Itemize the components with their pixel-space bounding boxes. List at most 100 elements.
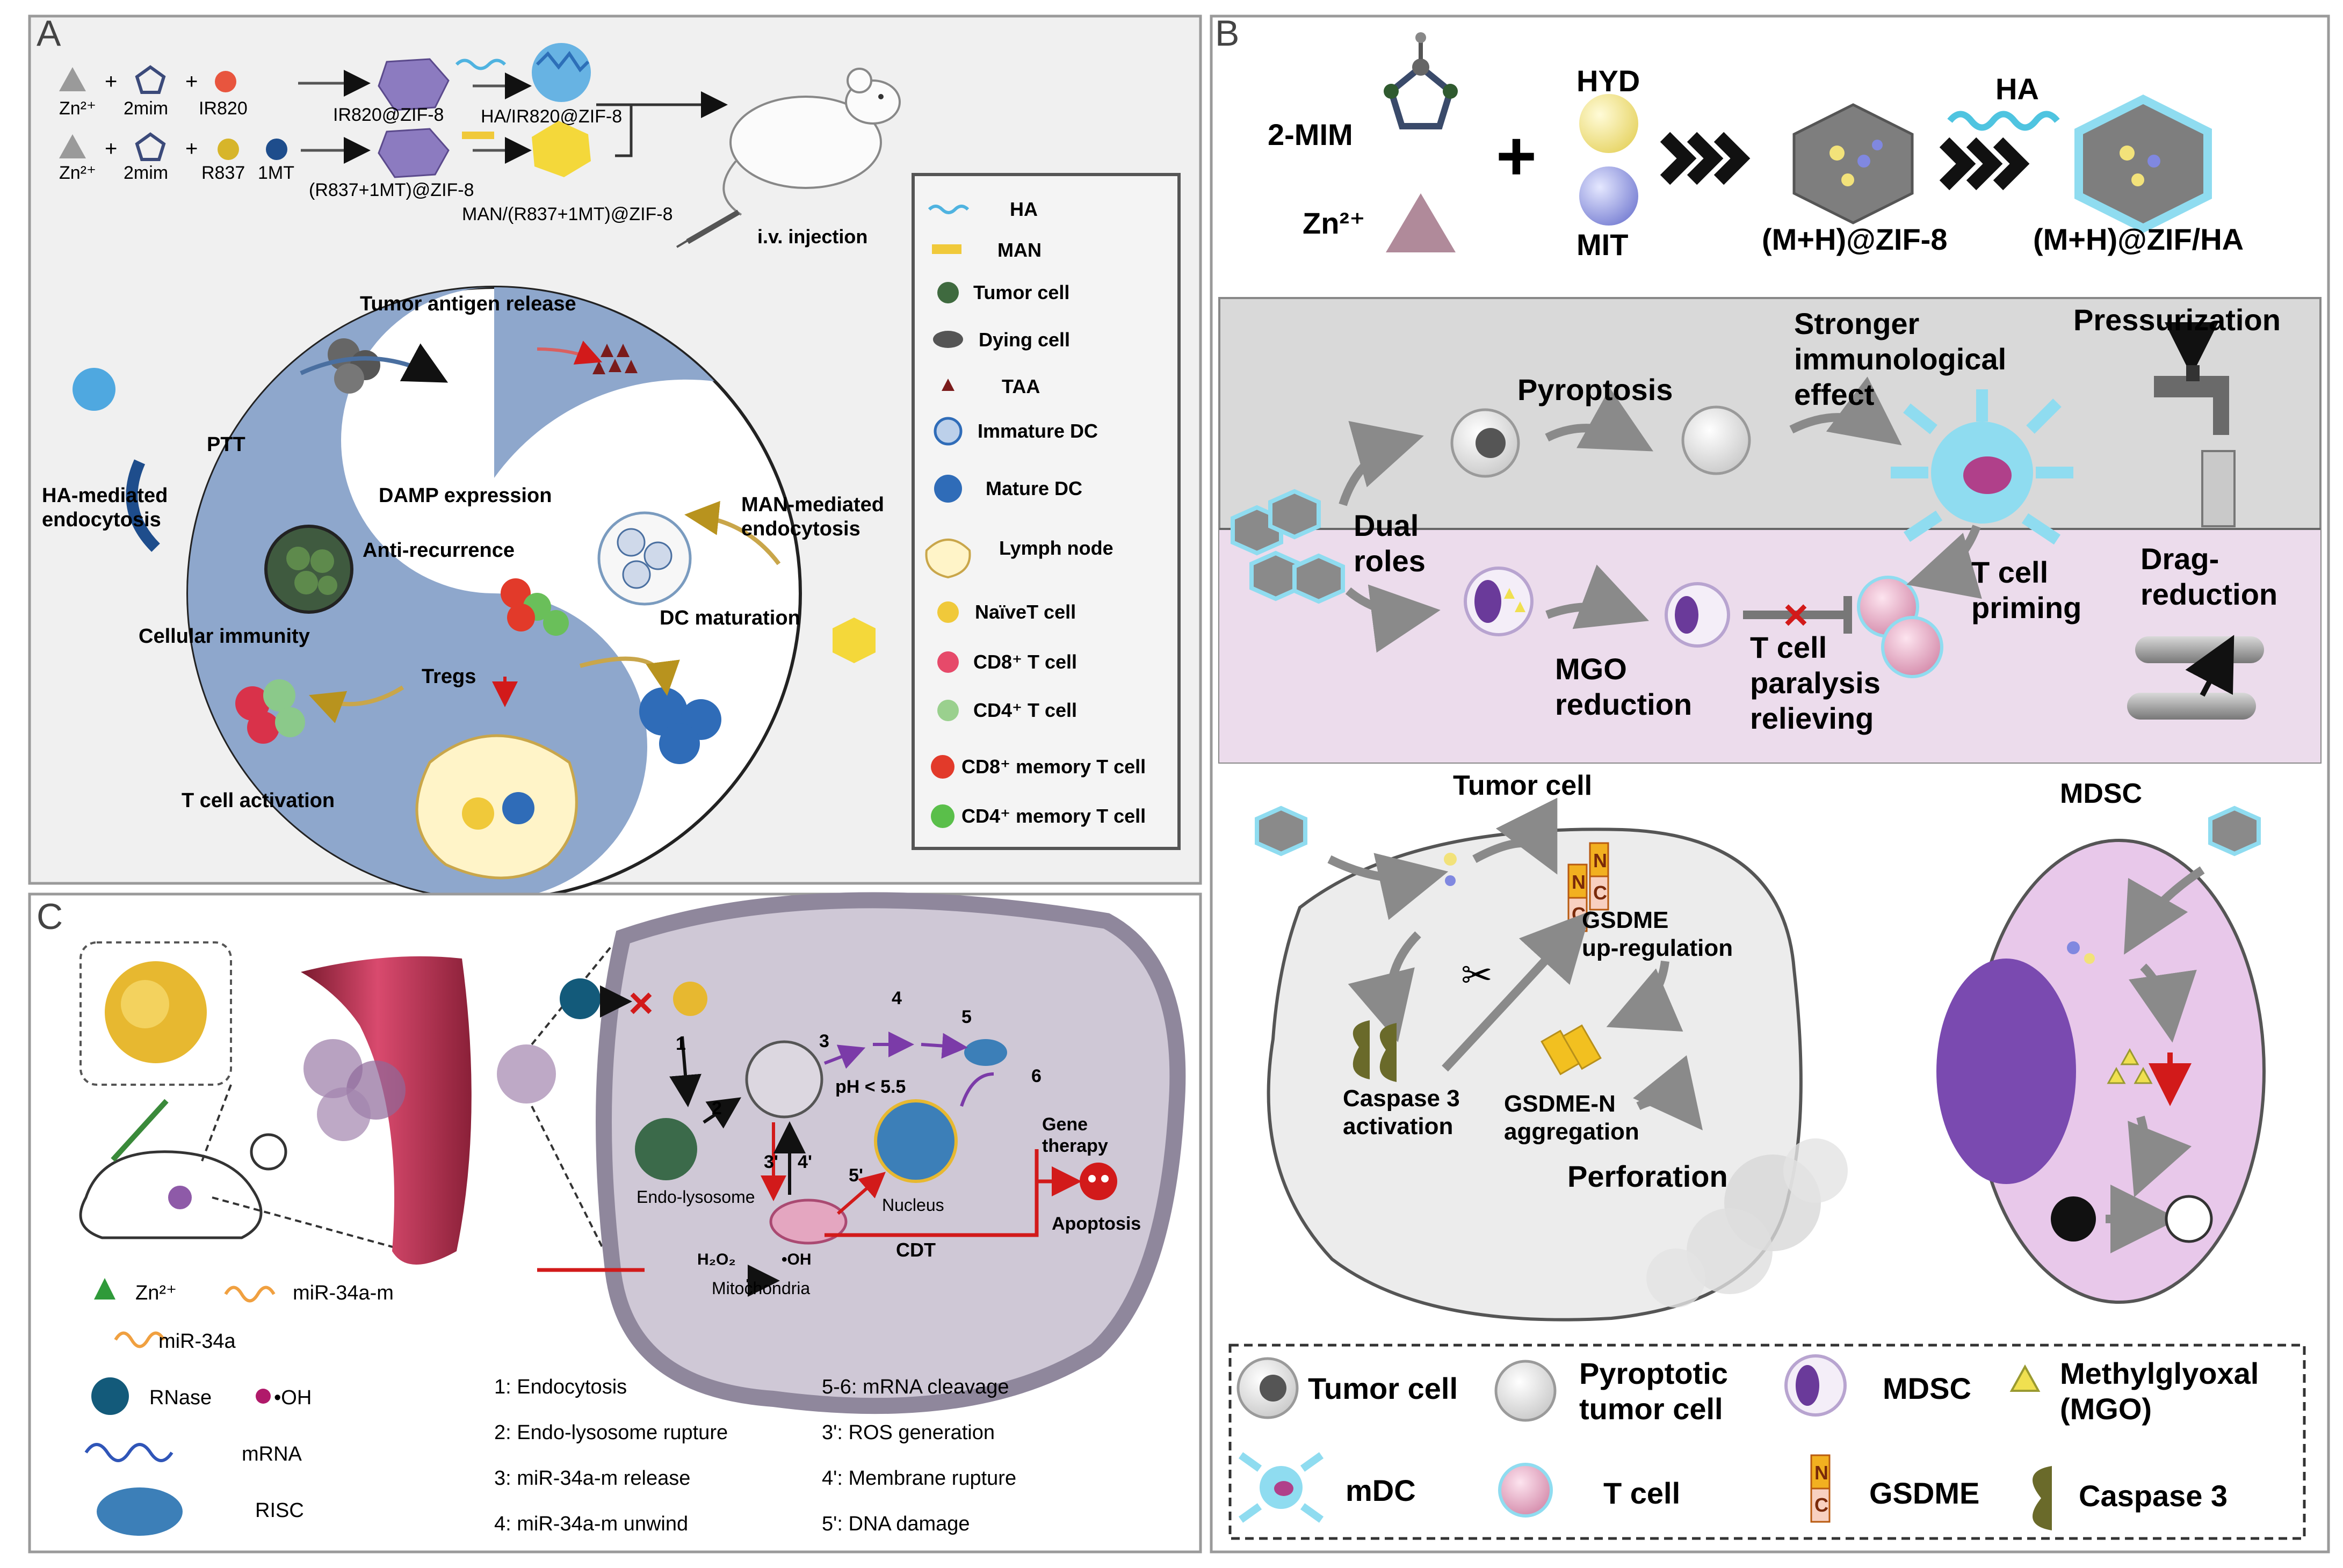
ha-icon	[928, 205, 970, 214]
t-cell-icon	[1881, 616, 1943, 678]
zn-pyramid-icon	[1386, 193, 1456, 252]
zn-icon	[94, 1278, 115, 1300]
step-item: 4: miR-34a-m unwind	[494, 1513, 688, 1535]
mdsc-nucleus	[1936, 959, 2076, 1184]
legend-c-risc: RISC	[255, 1499, 304, 1522]
skull-icon	[1080, 1163, 1117, 1200]
panel-a: A Zn²⁺ + 2mim + IR820 IR820@ZIF-8 HA/IR8…	[28, 13, 1202, 901]
t-cells-group	[235, 679, 305, 744]
synthesis-b: 2-MIM Zn²⁺ + HYD MIT (M+H)@ZIF-8 HA (M+H…	[1268, 32, 2244, 262]
legend-a-item: Dying cell	[979, 329, 1070, 351]
mit-label: MIT	[1577, 228, 1628, 262]
scissors-icon: ✂	[1461, 954, 1493, 996]
endosome-rupture-icon	[745, 1040, 823, 1119]
step-5p-label: 5'	[849, 1165, 863, 1186]
mit-sphere	[1579, 166, 1638, 226]
oh-radical-icon	[256, 1389, 271, 1404]
tumor-cluster	[264, 525, 353, 614]
tregs-label: Tregs	[422, 665, 476, 688]
legend-b-mgo: Methylglyoxal(MGO)	[2060, 1356, 2259, 1426]
syn-r837-label: R837	[201, 163, 245, 183]
panel-c: C ×	[28, 892, 1202, 1554]
nanoparticle-icon	[2208, 805, 2261, 856]
oh-label: •OH	[782, 1251, 812, 1268]
risc-icon	[97, 1487, 183, 1536]
step-item: 1: Endocytosis	[494, 1376, 627, 1398]
hyd-sphere	[1579, 94, 1638, 153]
pyroptosis-label: Pyroptosis	[1517, 373, 1673, 406]
memory-cells-group	[501, 578, 569, 636]
gsdme-n-mark: N	[1572, 871, 1586, 893]
ptt-label: PTT	[207, 433, 245, 456]
legend-b-frame	[1228, 1344, 2306, 1540]
hyd-label: HYD	[1577, 64, 1640, 98]
nanoparticle-group	[1231, 489, 1345, 604]
legend-c-mrna: mRNA	[242, 1443, 302, 1465]
angel-face-icon	[2165, 1195, 2213, 1243]
cd8-t-cell-icon	[937, 651, 959, 673]
mdsc-title: MDSC	[2060, 778, 2142, 809]
legend-b-caspase: Caspase 3	[2079, 1479, 2228, 1513]
mature-dc-icon	[1891, 389, 2073, 545]
mature-dc-group	[639, 687, 721, 764]
ha-ir820-zif-particle	[532, 43, 591, 102]
legend-a: HA MAN Tumor cell Dying cell TAA Immatur…	[912, 173, 1181, 850]
man-icon	[932, 244, 961, 254]
legend-c-oh: •OH	[274, 1386, 312, 1409]
legend-a-frame	[912, 173, 1181, 850]
legend-a-item: CD4⁺ T cell	[973, 699, 1077, 721]
nucleus-icon	[874, 1099, 958, 1183]
ha-label: HA	[1995, 72, 2039, 106]
syn-ir820-label: IR820	[199, 98, 248, 119]
pressurization-label: Pressurization	[2073, 303, 2281, 337]
step-item: 2: Endo-lysosome rupture	[494, 1421, 728, 1444]
step-6-label: 6	[1031, 1066, 1042, 1086]
drag-reduction-label: Drag-reduction	[2140, 542, 2277, 611]
legend-c: Zn²⁺ miR-34a-m miR-34a RNase •OH mRNA RI…	[84, 1278, 394, 1536]
step-item: 3: miR-34a-m release	[494, 1467, 690, 1490]
tumor-tissue-cluster	[303, 1039, 556, 1141]
mitochondria-label: Mitochondria	[712, 1279, 810, 1298]
nucleus-label: Nucleus	[882, 1195, 944, 1215]
mdsc-to-t-row: ×	[1464, 525, 1982, 678]
r837-icon	[218, 139, 239, 160]
gsdme-c-mark: C	[1593, 882, 1607, 904]
legend-b-tumor: Tumor cell	[1308, 1371, 1458, 1405]
mrna-icon	[84, 1443, 173, 1462]
antigen-release-label: Tumor antigen release	[360, 293, 576, 315]
step-2-label: 2	[712, 1098, 722, 1119]
man-r837zif-label: MAN/(R837+1MT)@ZIF-8	[462, 204, 673, 224]
syn-zn2-label: Zn²⁺	[59, 163, 96, 183]
imidazole-icon	[135, 132, 166, 161]
syn-zn-label: Zn²⁺	[59, 98, 96, 119]
lymph-node-icon	[415, 734, 578, 880]
cd8-memory-t-cell-icon	[931, 755, 954, 779]
cd4-t-cell-icon	[937, 700, 959, 721]
tumor-cell-icon	[937, 282, 959, 303]
legend-a-item: CD4⁺ memory T cell	[961, 805, 1146, 827]
r837zif-label: (R837+1MT)@ZIF-8	[309, 180, 474, 200]
man-icon	[462, 132, 494, 139]
nanoparticle-icon	[1255, 805, 1307, 856]
immune-cycle: Tumor antigen release PTT DAMP expressio…	[42, 286, 884, 901]
legend-a-item: MAN	[997, 239, 1042, 261]
mature-dc-icon	[934, 475, 962, 503]
gsdme-n-mark: N	[1814, 1462, 1828, 1484]
arrows-chevron	[1939, 137, 2030, 191]
step-item: 3': ROS generation	[822, 1421, 995, 1444]
legend-b-gsdme: GSDME	[1869, 1476, 1979, 1510]
step-4-label: 4	[892, 988, 902, 1008]
legend-a-item: TAA	[1002, 375, 1040, 397]
legend-c-mir34a: miR-34a	[158, 1330, 236, 1353]
svg-text:+: +	[105, 137, 117, 161]
ha-strand-icon	[455, 59, 507, 70]
step-item: 5-6: mRNA cleavage	[822, 1376, 1009, 1398]
syringe-icon	[111, 1099, 169, 1162]
